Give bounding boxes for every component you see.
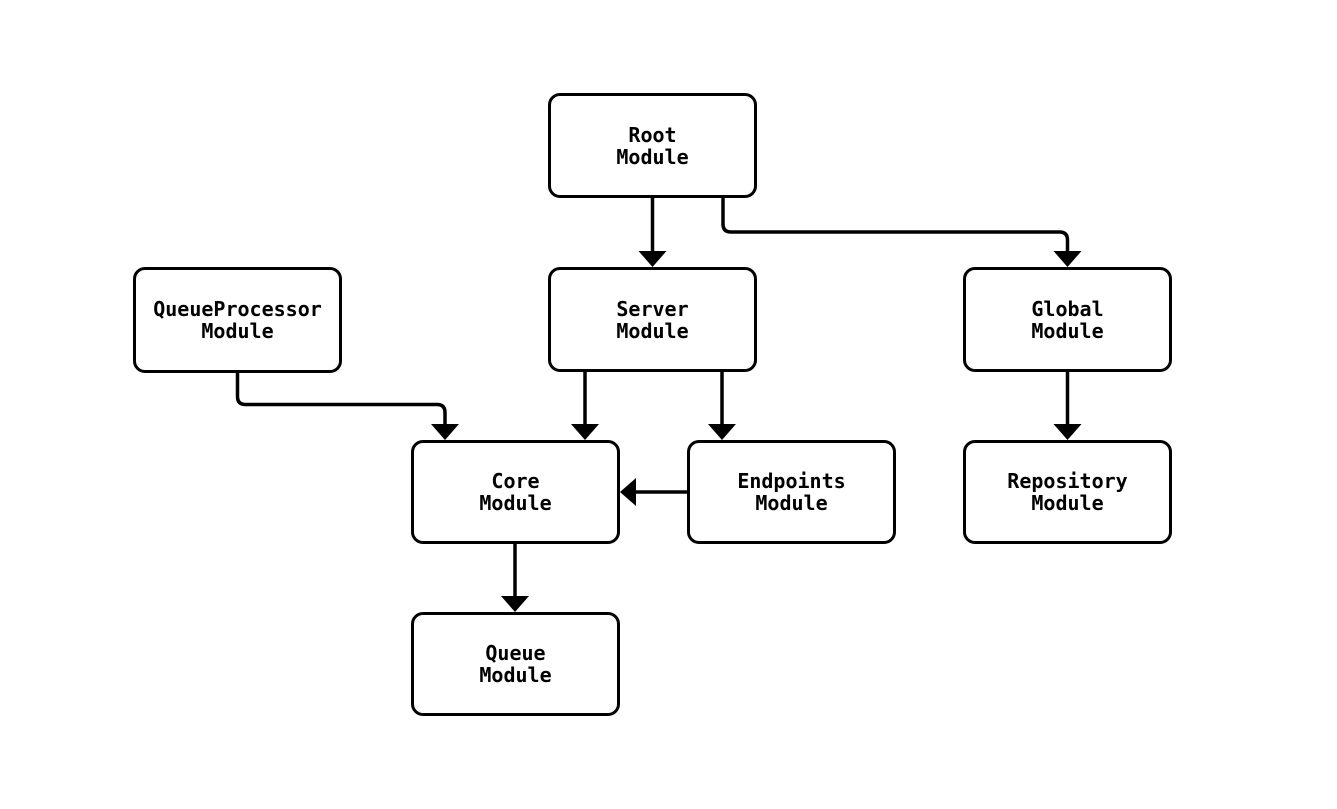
node-label-line: Global [1031, 296, 1104, 321]
edge-queueprocessor-to-core [235, 373, 459, 440]
node-label-line: Queue [485, 641, 546, 665]
node-label-line: QueueProcessor [153, 297, 322, 321]
node-server-module: Server Module [548, 267, 757, 372]
node-label-line: Module [1031, 318, 1104, 343]
edge-core-to-queue [501, 544, 529, 612]
edge-root-to-server [638, 198, 667, 267]
edge-endpoints-to-core [620, 478, 687, 506]
edge-server-to-core [571, 372, 599, 440]
node-core-module: Core Module [411, 440, 620, 544]
node-label-line: Module [479, 663, 552, 687]
node-label-line: Root [628, 122, 677, 147]
node-endpoints-module: Endpoints Module [687, 440, 896, 544]
node-queueprocessor-module: QueueProcessor Module [133, 267, 342, 373]
node-label-line: Module [755, 491, 828, 515]
node-label-line: Module [616, 318, 689, 343]
node-label-line: Core [491, 469, 540, 493]
node-label-line: Repository [1007, 469, 1128, 493]
node-repository-module: Repository Module [963, 440, 1172, 544]
node-global-module: Global Module [963, 267, 1172, 372]
edge-global-to-repository [1053, 372, 1082, 440]
node-root-module: Root Module [548, 93, 757, 198]
edge-root-to-global [721, 198, 1082, 267]
node-label-line: Endpoints [737, 469, 846, 493]
node-label-line: Module [616, 144, 689, 169]
edge-server-to-endpoints [708, 372, 736, 440]
node-queue-module: Queue Module [411, 612, 620, 716]
node-label-line: Server [616, 296, 689, 321]
node-label-line: Module [201, 319, 274, 343]
node-label-line: Module [1031, 491, 1104, 515]
node-label-line: Module [479, 491, 552, 515]
